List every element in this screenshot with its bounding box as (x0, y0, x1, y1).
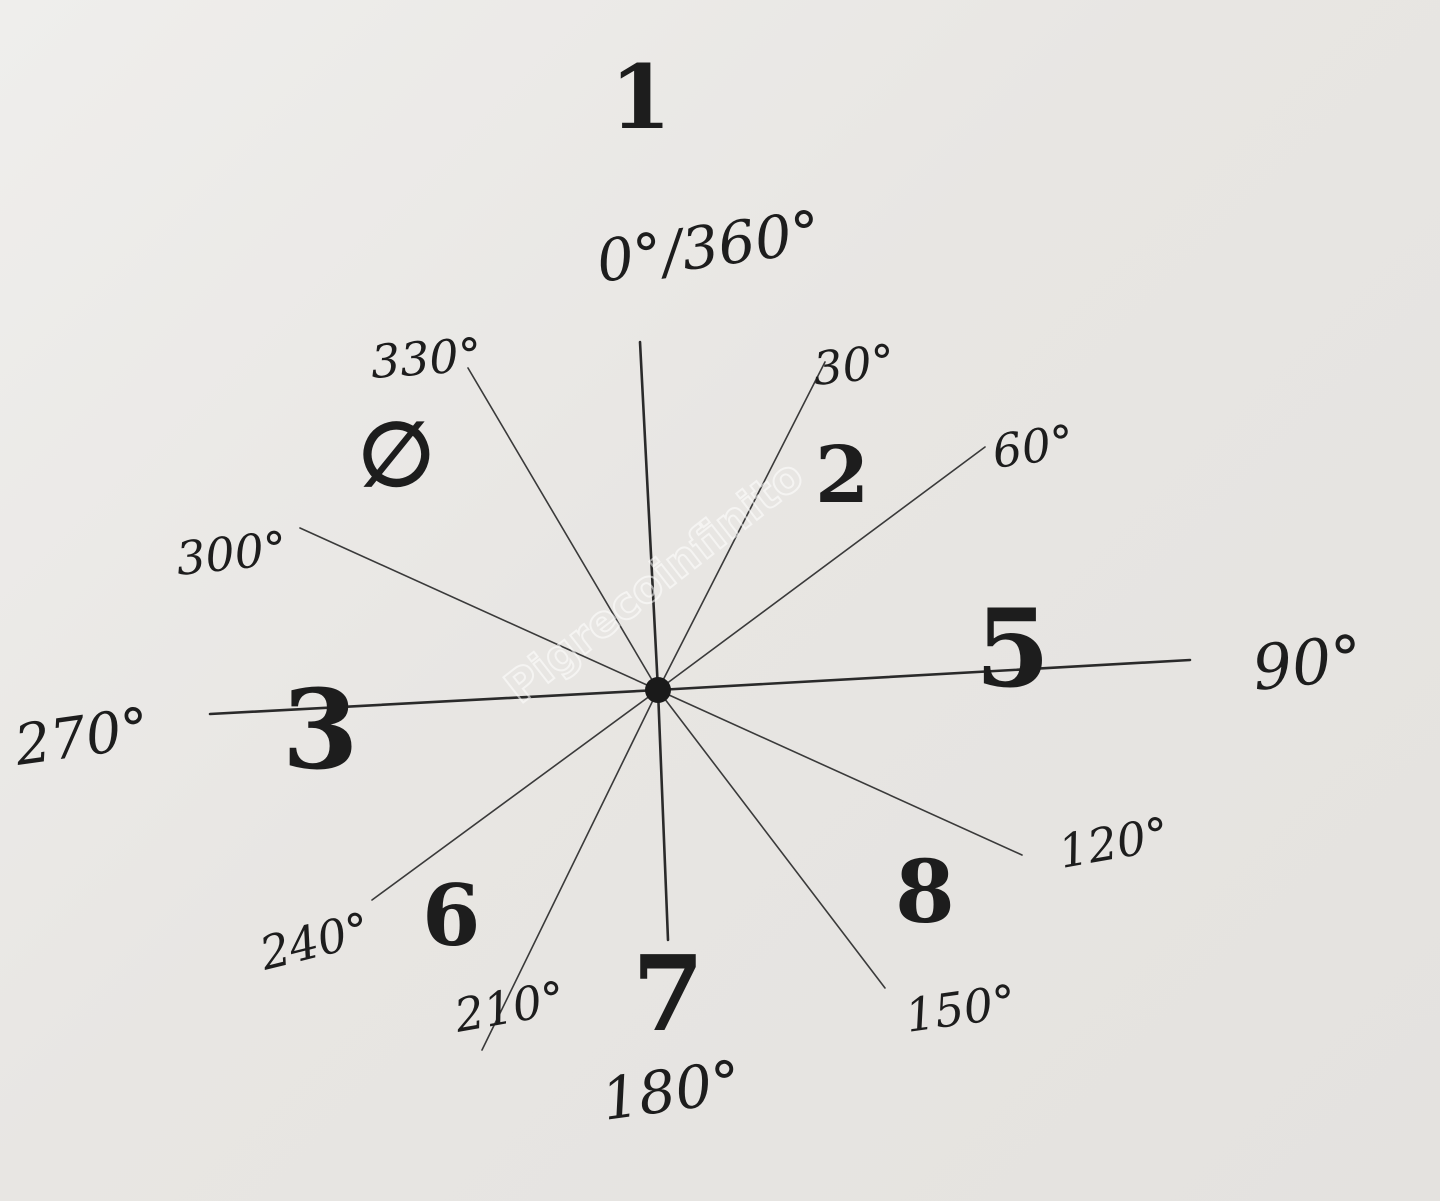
degree-label-300: 300° (174, 521, 290, 586)
ray-300 (299, 527, 659, 691)
number-label-7: 7 (632, 932, 704, 1055)
ray-210 (481, 689, 659, 1051)
number-label-8: 8 (895, 842, 955, 943)
number-labels: 1 2 3 5 6 7 8 ∅ (282, 45, 1050, 1055)
number-label-1: 1 (610, 45, 671, 149)
degree-label-150: 150° (902, 974, 1019, 1043)
number-label-empty-set: ∅ (358, 402, 435, 506)
degree-label-120: 120° (1055, 806, 1174, 878)
degree-label-30: 30° (811, 334, 898, 396)
degree-label-210: 210° (450, 970, 569, 1043)
degree-label-180: 180° (597, 1047, 745, 1134)
angle-rays (208, 340, 1192, 1051)
ray-30 (657, 361, 826, 691)
number-label-3: 3 (282, 665, 359, 794)
ray-120 (657, 689, 1023, 856)
degree-label-330: 330° (369, 327, 483, 389)
number-label-2: 2 (815, 430, 869, 521)
ray-330 (467, 367, 659, 691)
ray-60 (657, 446, 986, 691)
ray-90 (656, 658, 1192, 692)
degree-label-270: 270° (10, 696, 154, 779)
watermark-text: Pigrecoinfinito (495, 450, 813, 714)
degree-label-0-360: 0°/360° (592, 197, 824, 296)
degree-label-240: 240° (254, 901, 376, 980)
ray-0 (638, 340, 660, 692)
center-point (645, 677, 671, 703)
degree-label-90: 90° (1249, 621, 1366, 705)
ray-180 (656, 688, 670, 942)
degree-label-60: 60° (989, 414, 1077, 479)
number-label-6: 6 (422, 866, 480, 965)
ray-150 (657, 689, 886, 989)
ray-270 (208, 688, 660, 716)
number-label-5: 5 (975, 586, 1050, 712)
ray-240 (371, 689, 659, 901)
